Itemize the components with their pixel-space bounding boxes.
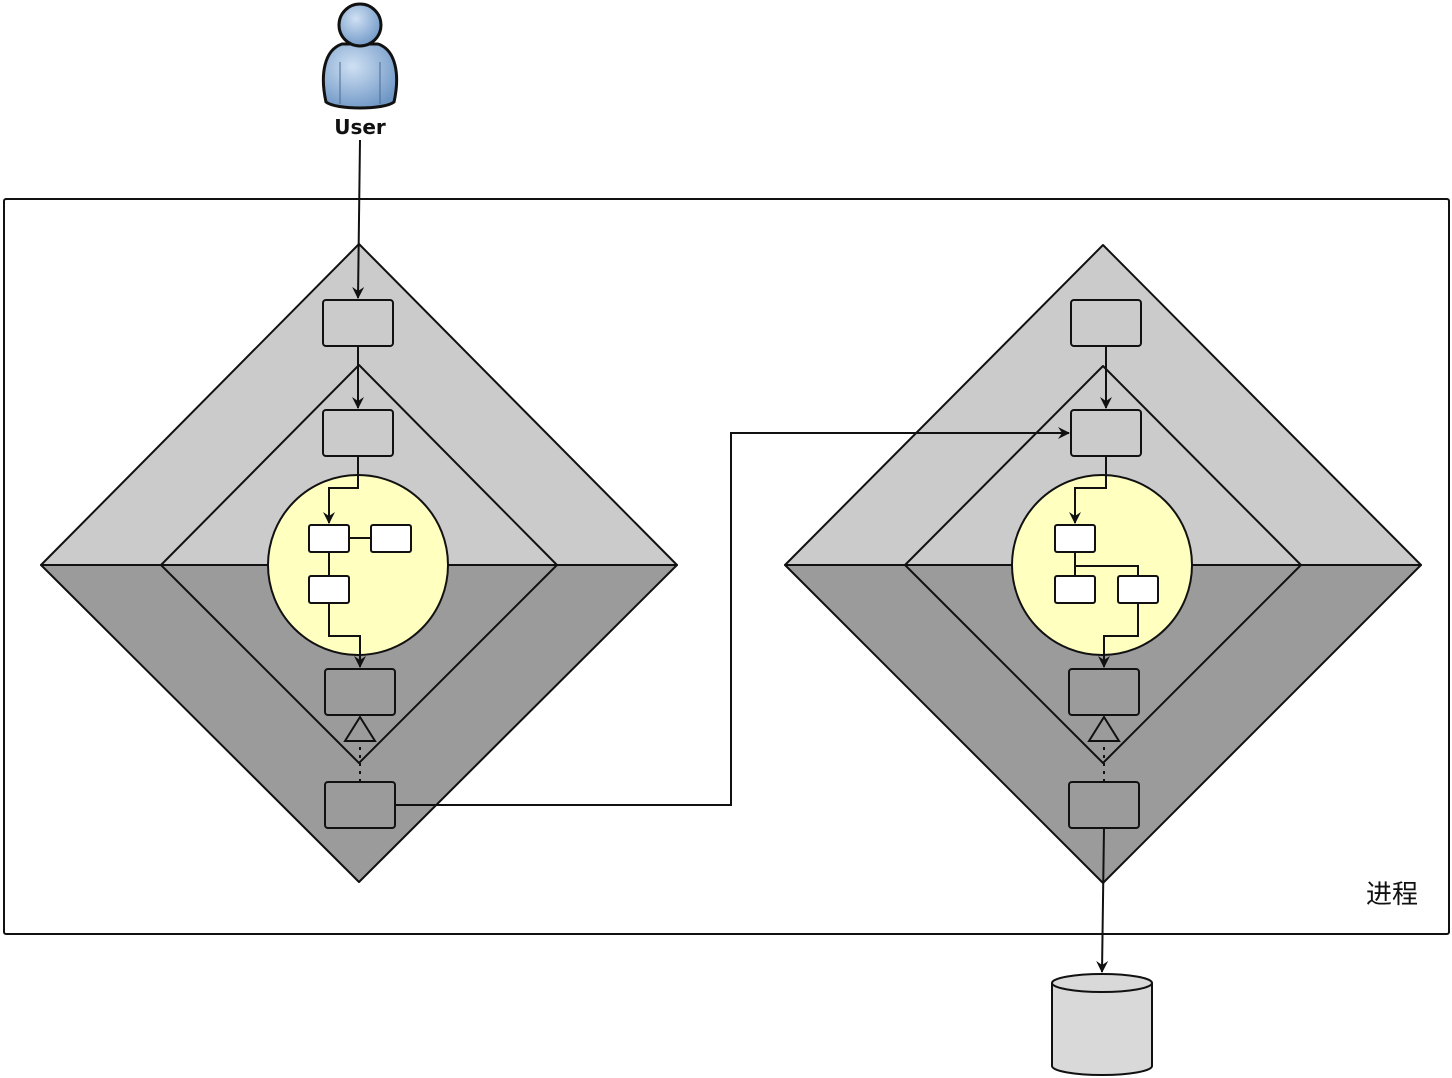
user-label: User xyxy=(334,115,386,139)
user-to-left-entry-arrow xyxy=(352,139,365,299)
right-core-box-a[interactable] xyxy=(1054,524,1096,553)
left-adapter-to-right-interface-arrow xyxy=(395,427,1070,806)
right-core-a-c-link xyxy=(1075,565,1139,576)
database-cylinder-icon[interactable] xyxy=(1051,973,1153,1076)
user-actor[interactable]: User xyxy=(321,2,399,139)
left-interface-to-core-arrow xyxy=(323,456,359,524)
right-adapter-box[interactable] xyxy=(1068,781,1140,829)
left-core-box-a[interactable] xyxy=(308,524,350,553)
left-adapter-box[interactable] xyxy=(324,781,396,829)
process-label: 进程 xyxy=(1366,880,1418,910)
left-core-circle xyxy=(267,474,449,656)
right-core-box-b[interactable] xyxy=(1054,575,1096,604)
right-entry-box[interactable] xyxy=(1070,299,1142,347)
left-realization-triangle xyxy=(343,715,377,742)
right-component xyxy=(784,244,1422,884)
left-output-box[interactable] xyxy=(324,668,396,716)
left-core-box-b[interactable] xyxy=(370,524,412,553)
left-core-to-output-arrow xyxy=(328,603,366,668)
user-icon xyxy=(321,2,399,110)
right-interface-box[interactable] xyxy=(1070,409,1142,457)
right-output-box[interactable] xyxy=(1068,668,1140,716)
left-component xyxy=(40,243,678,883)
left-interface-box[interactable] xyxy=(322,409,394,457)
left-entry-box[interactable] xyxy=(322,299,394,347)
right-realization-triangle xyxy=(1087,715,1121,742)
right-interface-to-core-arrow xyxy=(1069,456,1107,524)
right-core-to-output-arrow xyxy=(1098,603,1139,668)
left-core-box-c[interactable] xyxy=(308,575,350,604)
right-core-box-c[interactable] xyxy=(1117,575,1159,604)
right-adapter-to-database-arrow xyxy=(1096,827,1109,973)
